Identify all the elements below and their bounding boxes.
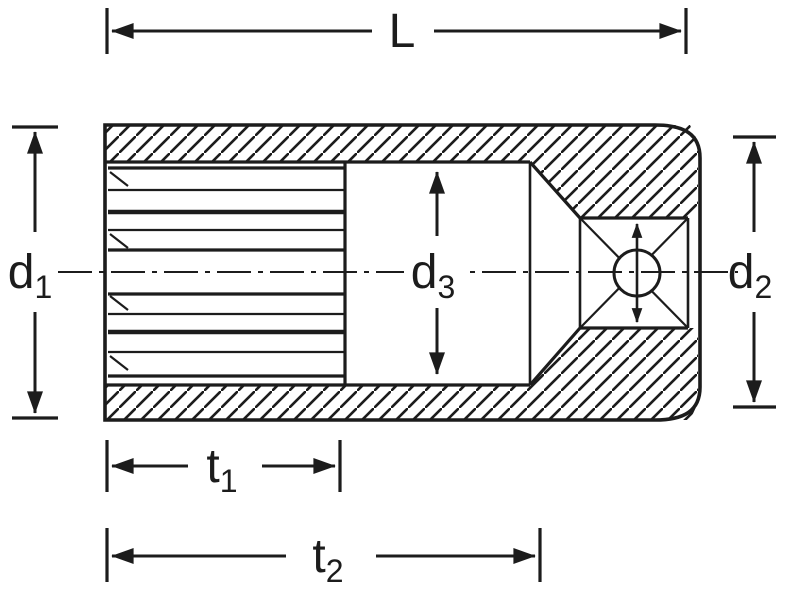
dimension-t2: t2 <box>105 528 542 589</box>
dimension-d2: d2 <box>728 135 776 409</box>
label-d3: d3 <box>411 246 456 305</box>
section-hatching <box>105 125 698 420</box>
spline-section-lines <box>108 166 345 378</box>
cone-transition <box>528 160 582 387</box>
dimension-d3: d3 <box>411 171 456 375</box>
dimension-t1: t1 <box>105 440 342 499</box>
bore-lines <box>105 160 532 387</box>
label-t1: t1 <box>206 440 237 499</box>
hatch-top-band <box>105 125 698 218</box>
label-L: L <box>389 5 416 58</box>
label-t2: t2 <box>312 530 343 589</box>
dimension-d1: d1 <box>8 125 58 420</box>
dimension-L: L <box>105 5 688 58</box>
label-d1: d1 <box>8 246 53 305</box>
d3-label-mask <box>404 242 470 300</box>
label-d2: d2 <box>728 246 773 305</box>
hatch-bottom-band <box>105 328 698 420</box>
socket-body-outline <box>103 123 702 422</box>
